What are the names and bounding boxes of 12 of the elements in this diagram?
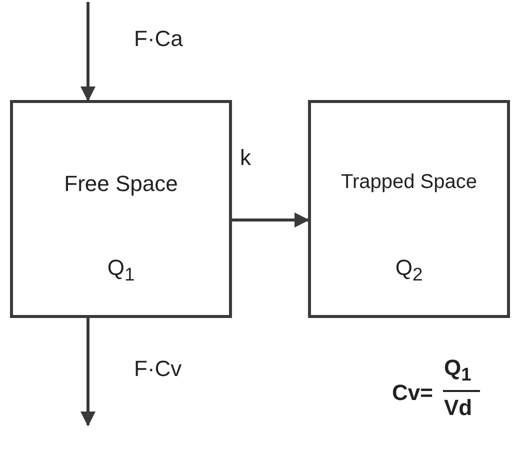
compartment-name: Free Space: [63, 171, 179, 197]
fraction-denominator: Vd: [444, 395, 472, 421]
fraction-numerator: Q$_{1}$: [444, 355, 472, 386]
quantity-label: Q$_{1}$: [106, 255, 136, 286]
compartment-box: [10, 100, 232, 318]
arrow: [232, 212, 310, 228]
formula-term: Cv=: [392, 380, 433, 406]
compartment-name: Trapped Space: [340, 171, 478, 194]
compartment-box: [308, 100, 510, 318]
arrow: [80, 2, 96, 102]
quantity-label: Q$_{2}$: [394, 255, 424, 286]
arrow: [80, 318, 96, 426]
